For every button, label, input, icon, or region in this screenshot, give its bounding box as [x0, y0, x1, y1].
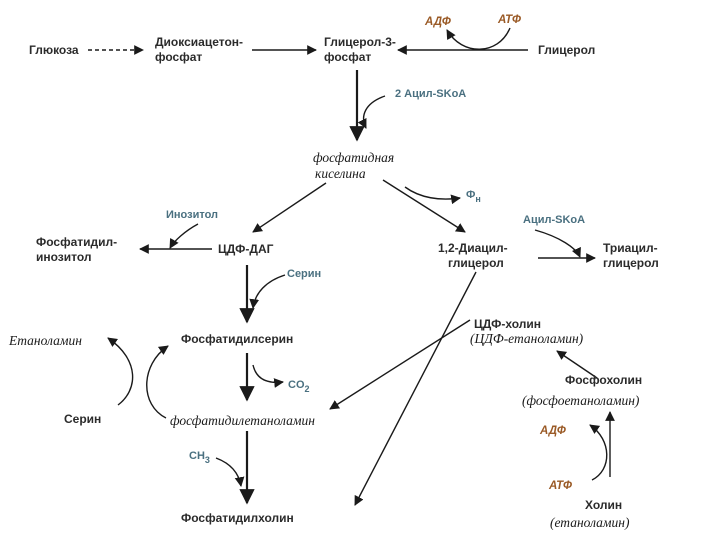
edge-acyl-skoa-tag — [534, 229, 581, 258]
node-dhap-line1: Диоксиацетон- — [155, 35, 243, 49]
edge-exchange-left — [107, 337, 134, 406]
node-glucose: Глюкоза — [29, 43, 79, 57]
node-co2: CO2 — [288, 379, 310, 394]
node-phosphocholine-line1: Фосфохолин — [565, 373, 642, 387]
node-ethanolamine: Етаноламин — [8, 333, 82, 348]
node-pa-line1: фосфатидная — [313, 150, 394, 165]
node-cdp-choline-line2: (ЦДФ-етаноламин) — [470, 331, 584, 346]
node-serine-exchange: Серин — [64, 412, 101, 426]
node-cdp-dag: ЦДФ-ДАГ — [218, 242, 274, 256]
edge-exchange-right — [146, 345, 169, 419]
node-pi-line2: инозитол — [36, 250, 92, 264]
node-phosphocholine-line2: (фосфоетаноламин) — [522, 393, 640, 408]
node-pe: фосфатидилетаноламин — [170, 413, 315, 428]
node-dag-line1: 1,2-Диацил- — [438, 241, 508, 255]
node-tag-line2: глицерол — [603, 256, 659, 270]
edge-cdpcholine-pe — [329, 319, 471, 410]
edge-phosphate-out — [404, 186, 461, 205]
edge-acyl-skoa-in — [357, 95, 386, 129]
node-ch3: CH3 — [189, 450, 210, 465]
edge-serine-in — [249, 274, 286, 309]
node-cdp-choline-line1: ЦДФ-холин — [474, 317, 541, 331]
node-dhap-line2: фосфат — [155, 50, 202, 64]
node-glycerol: Глицерол — [538, 43, 595, 57]
node-atp-top: АТФ — [497, 14, 521, 26]
node-acyl-skoa: Ацил-SKoA — [523, 214, 585, 226]
node-adp-top: АДФ — [424, 16, 451, 28]
node-choline-line2: (етаноламин) — [550, 515, 630, 530]
node-acyl-skoa-2: 2 Ацил-SKoA — [395, 88, 466, 100]
edge-pa-dag — [382, 179, 466, 233]
node-tag-line1: Триацил- — [603, 241, 658, 255]
node-phosphate: Фн — [466, 189, 481, 204]
node-g3p-line1: Глицерол-3- — [324, 35, 396, 49]
node-g3p-line2: фосфат — [324, 50, 371, 64]
node-inositol: Инозитол — [166, 209, 218, 221]
node-serine-in: Серин — [287, 268, 321, 280]
edge-pa-cdpdag — [252, 182, 327, 233]
edge-dag-pc — [354, 271, 477, 506]
node-ps: Фосфатидилсерин — [181, 332, 293, 346]
edge-phosphocholine-cdpcholine — [556, 350, 598, 379]
node-dag-line2: глицерол — [448, 256, 504, 270]
edge-ch3-in — [215, 457, 245, 487]
node-atp-bottom: АТФ — [548, 480, 572, 492]
node-pa-line2: киселина — [315, 166, 366, 181]
node-choline-line1: Холин — [585, 498, 622, 512]
node-pi-line1: Фосфатидил- — [36, 235, 117, 249]
edge-co2-out — [252, 364, 284, 388]
node-adp-bottom: АДФ — [539, 425, 566, 437]
node-pc: Фосфатидилхолин — [181, 511, 294, 525]
edge-atp-adp-bottom — [589, 424, 608, 481]
edge-inositol-in — [169, 223, 199, 249]
edge-atp-adp-top — [446, 27, 511, 50]
